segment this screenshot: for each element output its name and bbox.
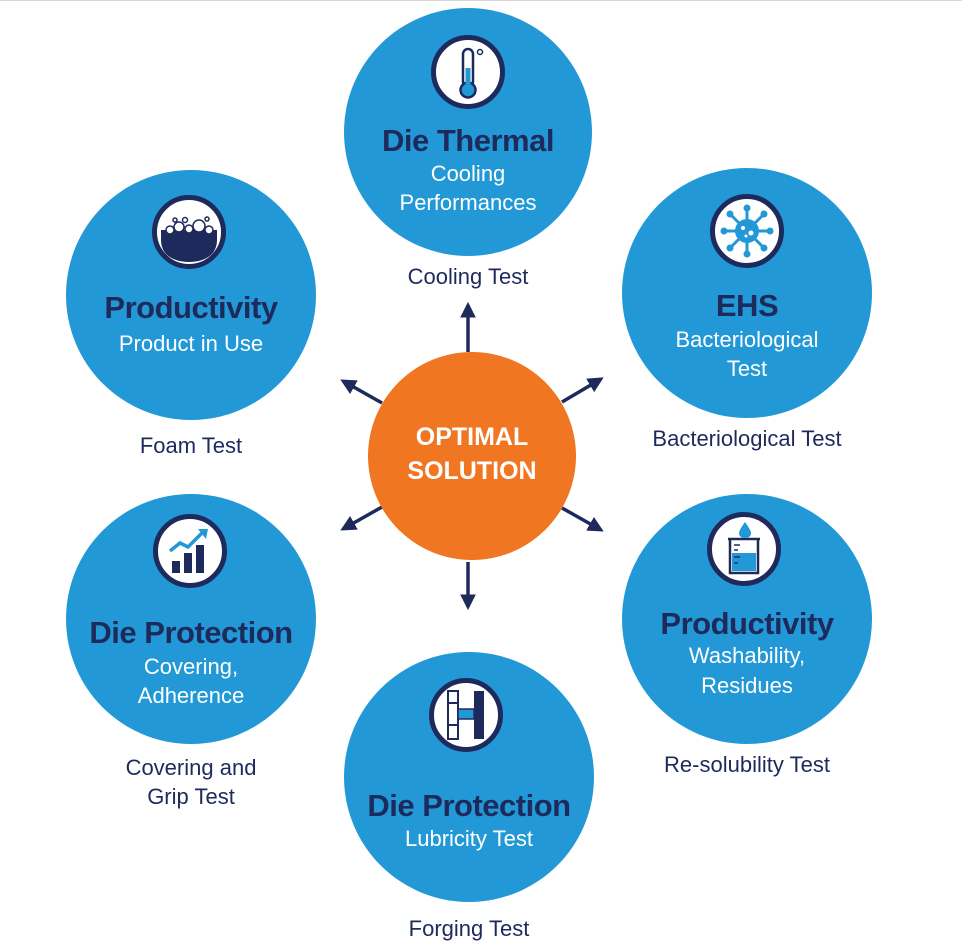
node-die-protection-covering: Die Protection Covering, Adherence <box>66 494 316 744</box>
arrow-lower-right <box>561 506 604 532</box>
node-subtitle-line1: Covering, <box>143 654 239 679</box>
caption-forging-test: Forging Test <box>408 916 530 941</box>
center-label-line1: OPTIMAL <box>415 423 529 451</box>
caption-line1: Covering and <box>125 755 257 780</box>
caption-covering-grip-test: Covering and Grip Test <box>66 753 316 811</box>
node-subtitle-line2: Performances <box>399 190 537 215</box>
bacteria-icon <box>710 194 784 268</box>
beaker-icon <box>707 512 781 586</box>
node-title: Productivity <box>104 290 278 325</box>
node-die-thermal: Die Thermal Cooling Performances <box>344 8 592 256</box>
caption-re-solubility-test: Re-solubility Test <box>664 752 830 777</box>
die-forging-icon <box>429 678 503 752</box>
caption-bacteriological-test: Bacteriological Test <box>652 426 842 451</box>
center-label: OPTIMAL SOLUTION <box>368 420 576 488</box>
node-subtitle-line1: Lubricity Test <box>405 826 533 851</box>
foam-icon <box>152 195 226 269</box>
node-subtitle-line2: Residues <box>701 673 793 698</box>
caption-line2: Grip Test <box>147 784 235 809</box>
node-subtitle-line1: Cooling <box>430 161 506 186</box>
caption-foam-test: Foam Test <box>139 433 243 458</box>
node-ehs: EHS Bacteriological Test <box>622 168 872 418</box>
thermometer-icon <box>431 35 505 109</box>
optimal-solution-node: OPTIMAL SOLUTION <box>368 352 576 560</box>
node-subtitle-line1: Bacteriological <box>675 327 819 352</box>
node-title: Die Protection <box>367 788 571 823</box>
node-title: Die Thermal <box>382 123 554 158</box>
node-subtitle-line2: Adherence <box>137 683 245 708</box>
node-title: Die Protection <box>89 615 293 650</box>
node-subtitle-line1: Product in Use <box>118 331 264 356</box>
node-title: Productivity <box>660 606 834 641</box>
arrow-upper-right <box>561 377 604 404</box>
node-die-protection-lubricity: Die Protection Lubricity Test <box>344 652 594 902</box>
node-subtitle-line1: Washability, <box>688 643 806 668</box>
node-subtitle-line2: Test <box>726 356 768 381</box>
center-label-line2: SOLUTION <box>407 457 537 485</box>
top-rule <box>0 0 962 1</box>
arrow-lower-left <box>340 505 383 531</box>
growth-chart-icon <box>153 514 227 588</box>
arrow-upper-left <box>340 379 383 405</box>
node-productivity-washability: Productivity Washability, Residues <box>622 494 872 744</box>
caption-cooling-test: Cooling Test <box>407 264 529 289</box>
node-title: EHS <box>715 288 779 323</box>
node-productivity-product-in-use: Productivity Product in Use <box>66 170 316 420</box>
